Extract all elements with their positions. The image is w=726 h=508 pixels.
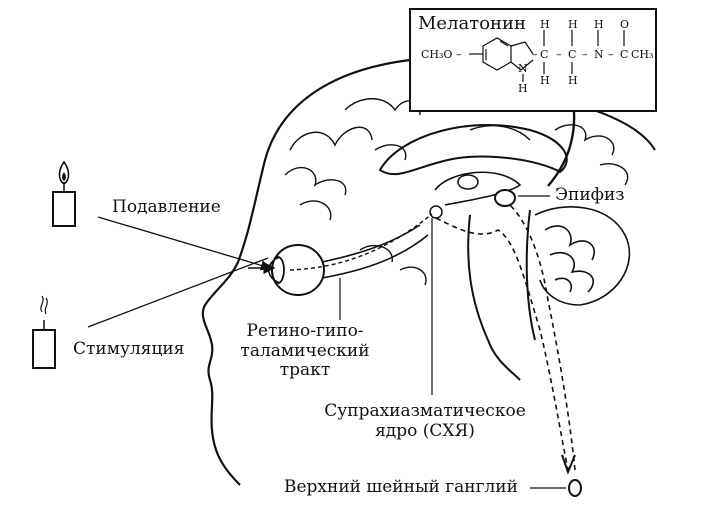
thalamus-area bbox=[434, 171, 522, 206]
chem-h-2: H bbox=[540, 74, 550, 87]
suppression-label: Подавление bbox=[112, 197, 221, 217]
chem-h-3: H bbox=[568, 18, 578, 31]
candle-lit-icon bbox=[52, 160, 76, 227]
scn-dot bbox=[429, 205, 443, 219]
chem-methyl: CH₃ bbox=[631, 48, 654, 61]
chem-indole-n: N bbox=[518, 62, 528, 75]
melatonin-title: Мелатонин bbox=[418, 13, 527, 34]
stimulation-arrow bbox=[87, 257, 269, 328]
chem-o: O bbox=[620, 18, 630, 31]
chem-methoxy: CH₃O bbox=[421, 48, 453, 61]
chem-bond-4: – bbox=[608, 48, 614, 61]
ganglion-arrow bbox=[561, 454, 576, 475]
rht-label-line2: таламический bbox=[240, 340, 370, 361]
ascending-pathway bbox=[509, 204, 576, 471]
chem-ether-bond: – bbox=[456, 48, 462, 61]
ganglion-label: Верхний шейный ганглий bbox=[284, 477, 518, 497]
eye bbox=[268, 244, 325, 296]
rht-label-line1: Ретино-гипо- bbox=[246, 321, 364, 341]
melatonin-structure bbox=[469, 30, 625, 82]
pineal-label: Эпифиз bbox=[555, 185, 625, 205]
chem-h-4: H bbox=[568, 74, 578, 87]
retinohypothalamic-tract bbox=[289, 213, 433, 271]
chem-c-2: C bbox=[568, 48, 577, 61]
rht-label-line3: тракт bbox=[279, 360, 331, 381]
ganglion bbox=[568, 479, 582, 497]
pineal-gland bbox=[494, 189, 516, 207]
chem-bond-2: – bbox=[556, 48, 562, 61]
chem-n-amide: N bbox=[594, 48, 604, 61]
chem-bond-3: – bbox=[582, 48, 588, 61]
rht-label: Ретино-гипо- таламический тракт bbox=[240, 321, 370, 381]
chem-c-3: C bbox=[620, 48, 629, 61]
scn-label-line1: Супрахиазматическое bbox=[324, 401, 526, 421]
chem-indole-h: H bbox=[518, 82, 528, 95]
stimulation-label: Стимуляция bbox=[73, 339, 185, 359]
chem-c-1: C bbox=[540, 48, 549, 61]
chem-h-1: H bbox=[540, 18, 550, 31]
scn-label: Супрахиазматическое ядро (СХЯ) bbox=[310, 401, 540, 441]
head-outline bbox=[201, 58, 411, 486]
chem-bond-1: – bbox=[532, 48, 538, 61]
corpus-callosum bbox=[378, 123, 568, 176]
candle-out-icon bbox=[32, 295, 56, 369]
suppression-arrow bbox=[97, 216, 272, 271]
melatonin-box: Мелатонин CH₃O – N H bbox=[409, 8, 657, 112]
brainstem bbox=[467, 209, 536, 381]
scn-label-line2: ядро (СХЯ) bbox=[375, 420, 475, 441]
optic-nerve bbox=[321, 224, 429, 279]
thalamus-nucleus bbox=[457, 174, 479, 190]
chem-h-5: H bbox=[594, 18, 604, 31]
cerebellum bbox=[534, 206, 631, 306]
cortex-gyri bbox=[284, 98, 629, 286]
